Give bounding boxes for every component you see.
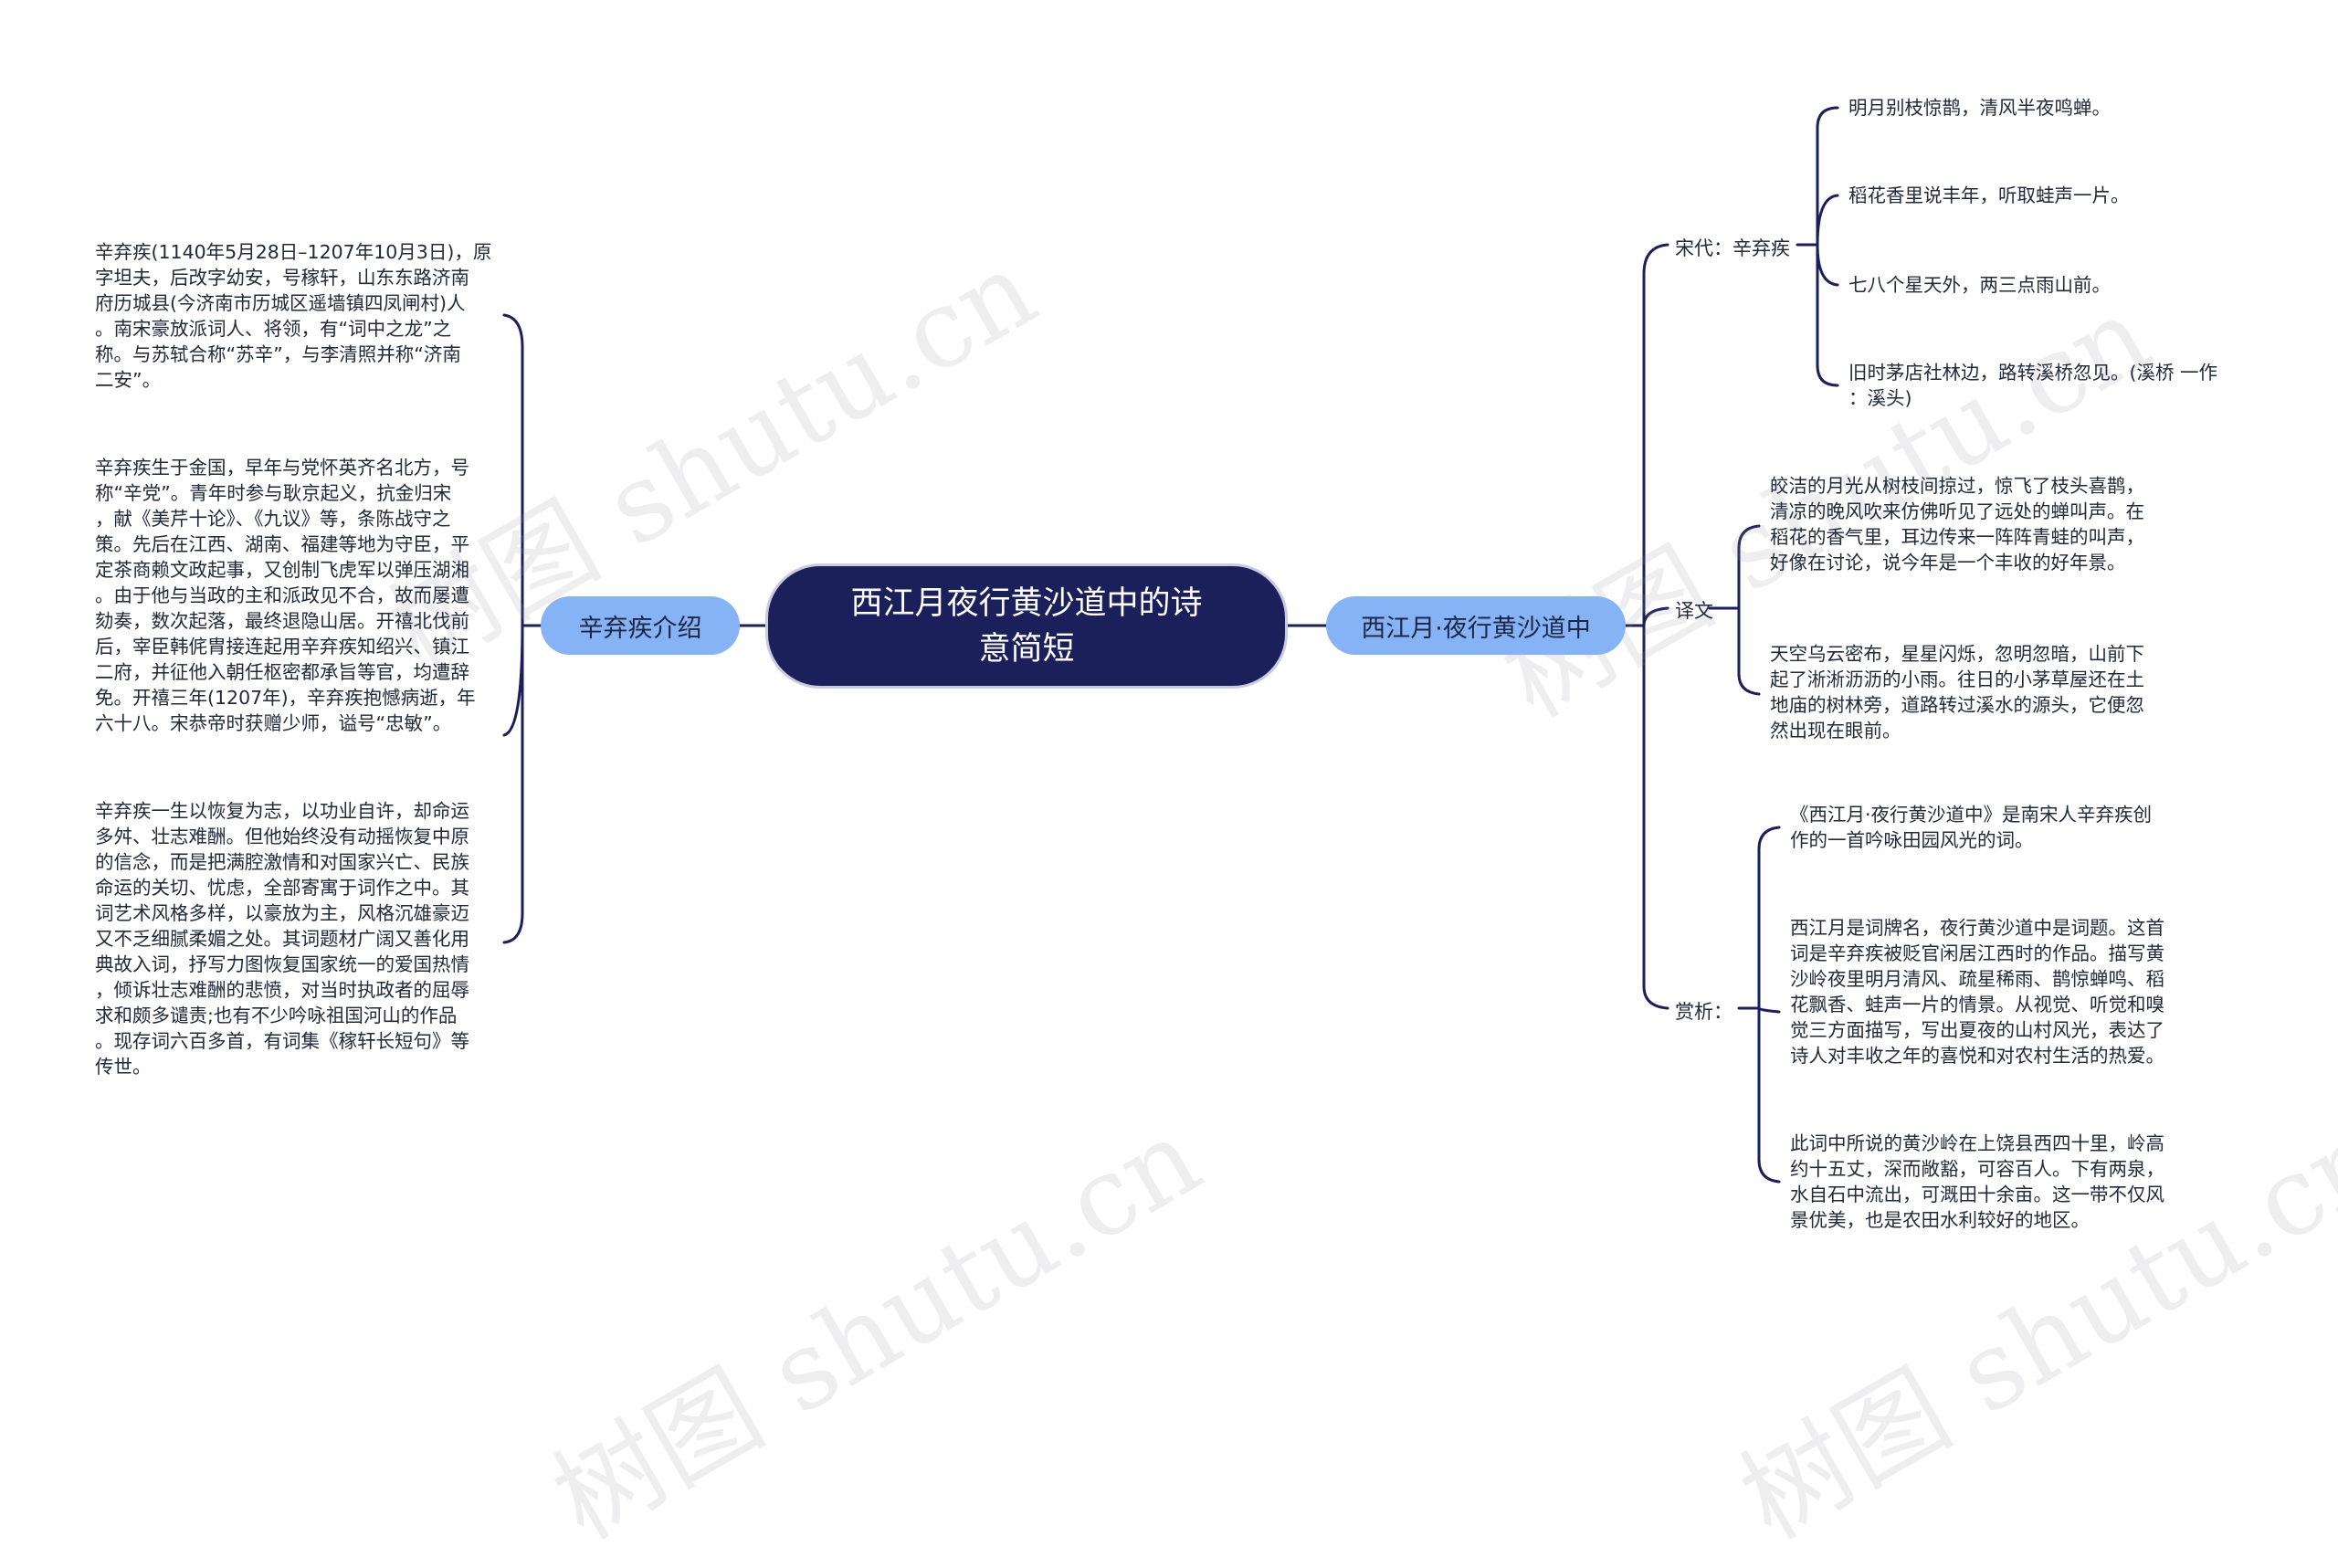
branch-poem[interactable]: 西江月·夜行黄沙道中 (1326, 596, 1626, 655)
root-topic[interactable]: 西江月夜行黄沙道中的诗 意简短 (765, 563, 1288, 689)
poem-line-2: 稻花香里说丰年，听取蛙声一片。 (1848, 184, 2130, 206)
intro-text-1: 辛弃疾(1140年5月28日–1207年10月3日)，原 字坦夫，后改字幼安，号… (95, 241, 492, 391)
group-label-translation[interactable]: 译文 (1675, 600, 1713, 622)
analysis-text-3: 此词中所说的黄沙岭在上饶县西四十里，岭高 约十五丈，深而敞豁，可容百人。下有两泉… (1790, 1132, 2164, 1231)
branch-xinqiji-intro[interactable]: 辛弃疾介绍 (541, 596, 740, 655)
connector-lines (502, 106, 1839, 1184)
intro-text-3: 辛弃疾一生以恢复为志，以功业自许，却命运 多舛、壮志难酬。但他始终没有动摇恢复中… (95, 800, 469, 1078)
poem-line-4: 旧时茅店社林边，路转溪桥忽见。(溪桥 一作 ：溪头) (1848, 362, 2218, 409)
analysis-text-2: 西江月是词牌名，夜行黄沙道中是词题。这首 词是辛弃疾被贬官闲居江西时的作品。描写… (1790, 917, 2164, 1067)
analysis-text-1: 《西江月·夜行黄沙道中》是南宋人辛弃疾创 作的一首吟咏田园风光的词。 (1790, 804, 2153, 851)
root-title-line2: 意简短 (978, 630, 1075, 668)
group-label-analysis[interactable]: 赏析： (1675, 1001, 1732, 1023)
translation-text-1: 皎洁的月光从树枝间掠过，惊飞了枝头喜鹊， 清凉的晚风吹来仿佛听见了远处的蝉叫声。… (1770, 475, 2144, 574)
root-title-line1: 西江月夜行黄沙道中的诗 (850, 584, 1203, 622)
poem-line-1: 明月别枝惊鹊，清风半夜鸣蝉。 (1848, 97, 2111, 119)
poem-line-3: 七八个星天外，两三点雨山前。 (1848, 274, 2111, 296)
group-label-author[interactable]: 宋代：辛弃疾 (1675, 237, 1790, 259)
translation-text-2: 天空乌云密布，星星闪烁，忽明忽暗，山前下 起了淅淅沥沥的小雨。往日的小茅草屋还在… (1770, 643, 2144, 742)
intro-text-2: 辛弃疾生于金国，早年与党怀英齐名北方，号 称“辛党”。青年时参与耿京起义，抗金归… (95, 457, 476, 734)
